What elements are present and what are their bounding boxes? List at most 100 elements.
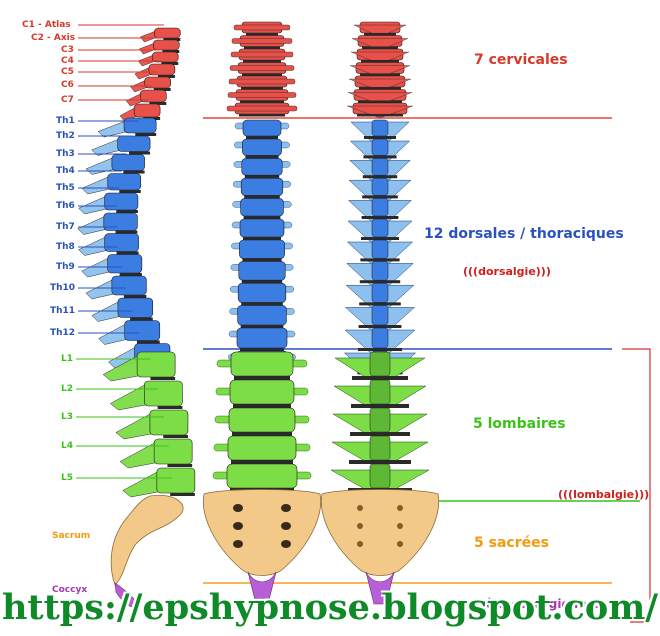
cervical-process	[233, 24, 291, 31]
lumbar-vertebra	[369, 351, 391, 377]
cervical-process	[226, 105, 298, 112]
lumbar-vertebra	[226, 463, 298, 489]
lumbar-vertebra	[369, 379, 391, 405]
label-l4: L4	[61, 441, 73, 451]
side-disc	[149, 102, 167, 105]
disc	[358, 325, 402, 328]
sacral-foramen	[281, 504, 291, 512]
label-coccyx: Coccyx	[52, 585, 88, 595]
region-sacral: 5 sacrées	[474, 535, 549, 551]
side-disc	[119, 273, 142, 276]
side-vertebral-body	[154, 27, 181, 39]
lumbar-vertebra	[369, 435, 391, 461]
disc	[358, 100, 402, 103]
sacral-foramen	[357, 523, 363, 529]
disc	[362, 175, 398, 179]
side-disc	[163, 435, 188, 438]
side-vertebral-body	[156, 467, 196, 494]
disc	[243, 60, 281, 63]
side-disc	[150, 377, 176, 380]
disc	[243, 216, 281, 219]
label-th9: Th9	[56, 262, 75, 272]
label-th3: Th3	[56, 149, 75, 159]
side-vertebral-body	[104, 233, 139, 252]
side-disc	[119, 190, 141, 193]
thoracic-vertebra	[371, 305, 389, 326]
disc	[240, 100, 284, 103]
label-l1: L1	[61, 354, 73, 364]
disc	[232, 432, 292, 436]
cervical-process	[349, 65, 411, 78]
side-disc	[158, 75, 175, 78]
note-dorsalgie: (((dorsalgie)))	[463, 265, 551, 278]
disc	[361, 237, 399, 240]
side-disc	[162, 50, 180, 53]
disc	[363, 155, 397, 159]
sacral-foramen	[233, 540, 243, 548]
watermark-url: https://epshypnose.blogspot.com/	[1, 587, 659, 628]
disc	[350, 432, 410, 436]
label-c3: C3	[61, 45, 74, 55]
label-c4: C4	[61, 56, 74, 66]
side-disc	[157, 406, 183, 409]
label-th7: Th7	[56, 222, 75, 232]
thoracic-vertebra	[371, 327, 389, 349]
thoracic-vertebra	[239, 239, 285, 259]
cervical-process	[347, 92, 413, 105]
disc	[351, 404, 409, 408]
disc	[231, 460, 293, 464]
side-vertebral-body	[107, 173, 142, 191]
disc	[241, 87, 283, 90]
disc	[352, 376, 408, 380]
region-thoracic: 12 dorsales / thoraciques	[424, 226, 624, 242]
label-th1: Th1	[56, 116, 75, 126]
label-th6: Th6	[56, 201, 75, 211]
disc	[358, 348, 402, 351]
side-disc	[123, 170, 145, 174]
thoracic-vertebra	[371, 177, 389, 196]
label-leader-lines	[76, 24, 172, 479]
lumbar-vertebra	[230, 351, 294, 377]
sacrum	[320, 489, 440, 576]
thoracic-vertebra	[242, 138, 282, 156]
side-vertebral-body	[111, 154, 145, 171]
thoracic-vertebra	[371, 282, 389, 303]
thoracic-vertebra	[242, 119, 282, 137]
side-vertebral-body	[151, 51, 179, 63]
thoracic-vertebra	[239, 218, 285, 238]
sacral-foramen	[357, 505, 363, 511]
disc	[364, 33, 396, 36]
disc	[244, 195, 280, 199]
disc	[364, 136, 396, 139]
disc	[360, 73, 400, 76]
disc	[362, 46, 398, 49]
disc	[361, 216, 399, 219]
cervical-process	[346, 105, 414, 119]
side-disc	[161, 62, 179, 65]
disc	[349, 460, 411, 464]
label-th2: Th2	[56, 131, 75, 141]
disc	[243, 237, 281, 240]
label-c2: C2 - Axis	[31, 33, 76, 43]
side-sacrum	[110, 494, 184, 586]
cervical-process	[348, 78, 412, 92]
side-vertebral-body	[124, 320, 161, 341]
side-coccyx	[114, 582, 141, 609]
lower-back-bracket	[622, 348, 651, 623]
disc	[245, 155, 279, 159]
thoracic-vertebra	[237, 305, 287, 326]
disc	[239, 114, 285, 117]
thoracic-vertebra	[238, 261, 286, 281]
side-disc	[135, 133, 157, 136]
cervical-process	[229, 65, 295, 71]
thoracic-vertebra	[371, 218, 389, 238]
disc	[241, 280, 283, 284]
disc	[357, 114, 403, 117]
region-cervical: 7 cervicales	[474, 52, 568, 68]
sacral-foramen	[397, 541, 403, 547]
spine-front-view	[202, 21, 322, 605]
side-vertebral-body	[136, 351, 176, 378]
disc	[362, 195, 398, 199]
disc	[233, 404, 291, 408]
lumbar-vertebra	[369, 463, 391, 489]
